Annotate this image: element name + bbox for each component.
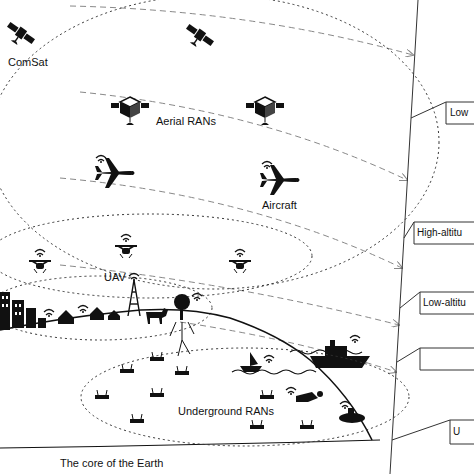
node-text: Underground RANs bbox=[178, 405, 274, 418]
ellipse-outline bbox=[80, 347, 410, 447]
uav-label: UAV bbox=[104, 271, 126, 284]
layer-label: Low-altitu bbox=[423, 296, 466, 309]
underground-ran-ellipse: Underground RANs bbox=[80, 347, 410, 447]
aerial-ran-ellipse: Aerial RANs bbox=[0, 0, 440, 290]
aircraft-label: Aircraft bbox=[262, 199, 297, 212]
layer-label: Low bbox=[450, 106, 468, 119]
ellipse-outline bbox=[0, 0, 440, 290]
layer-label: High-altitu bbox=[417, 226, 462, 239]
core-label: The core of the Earth bbox=[60, 457, 163, 470]
layer-label: U bbox=[453, 425, 460, 438]
node-text: Aerial RANs bbox=[156, 115, 216, 128]
satellite-label: ComSat bbox=[8, 56, 48, 69]
